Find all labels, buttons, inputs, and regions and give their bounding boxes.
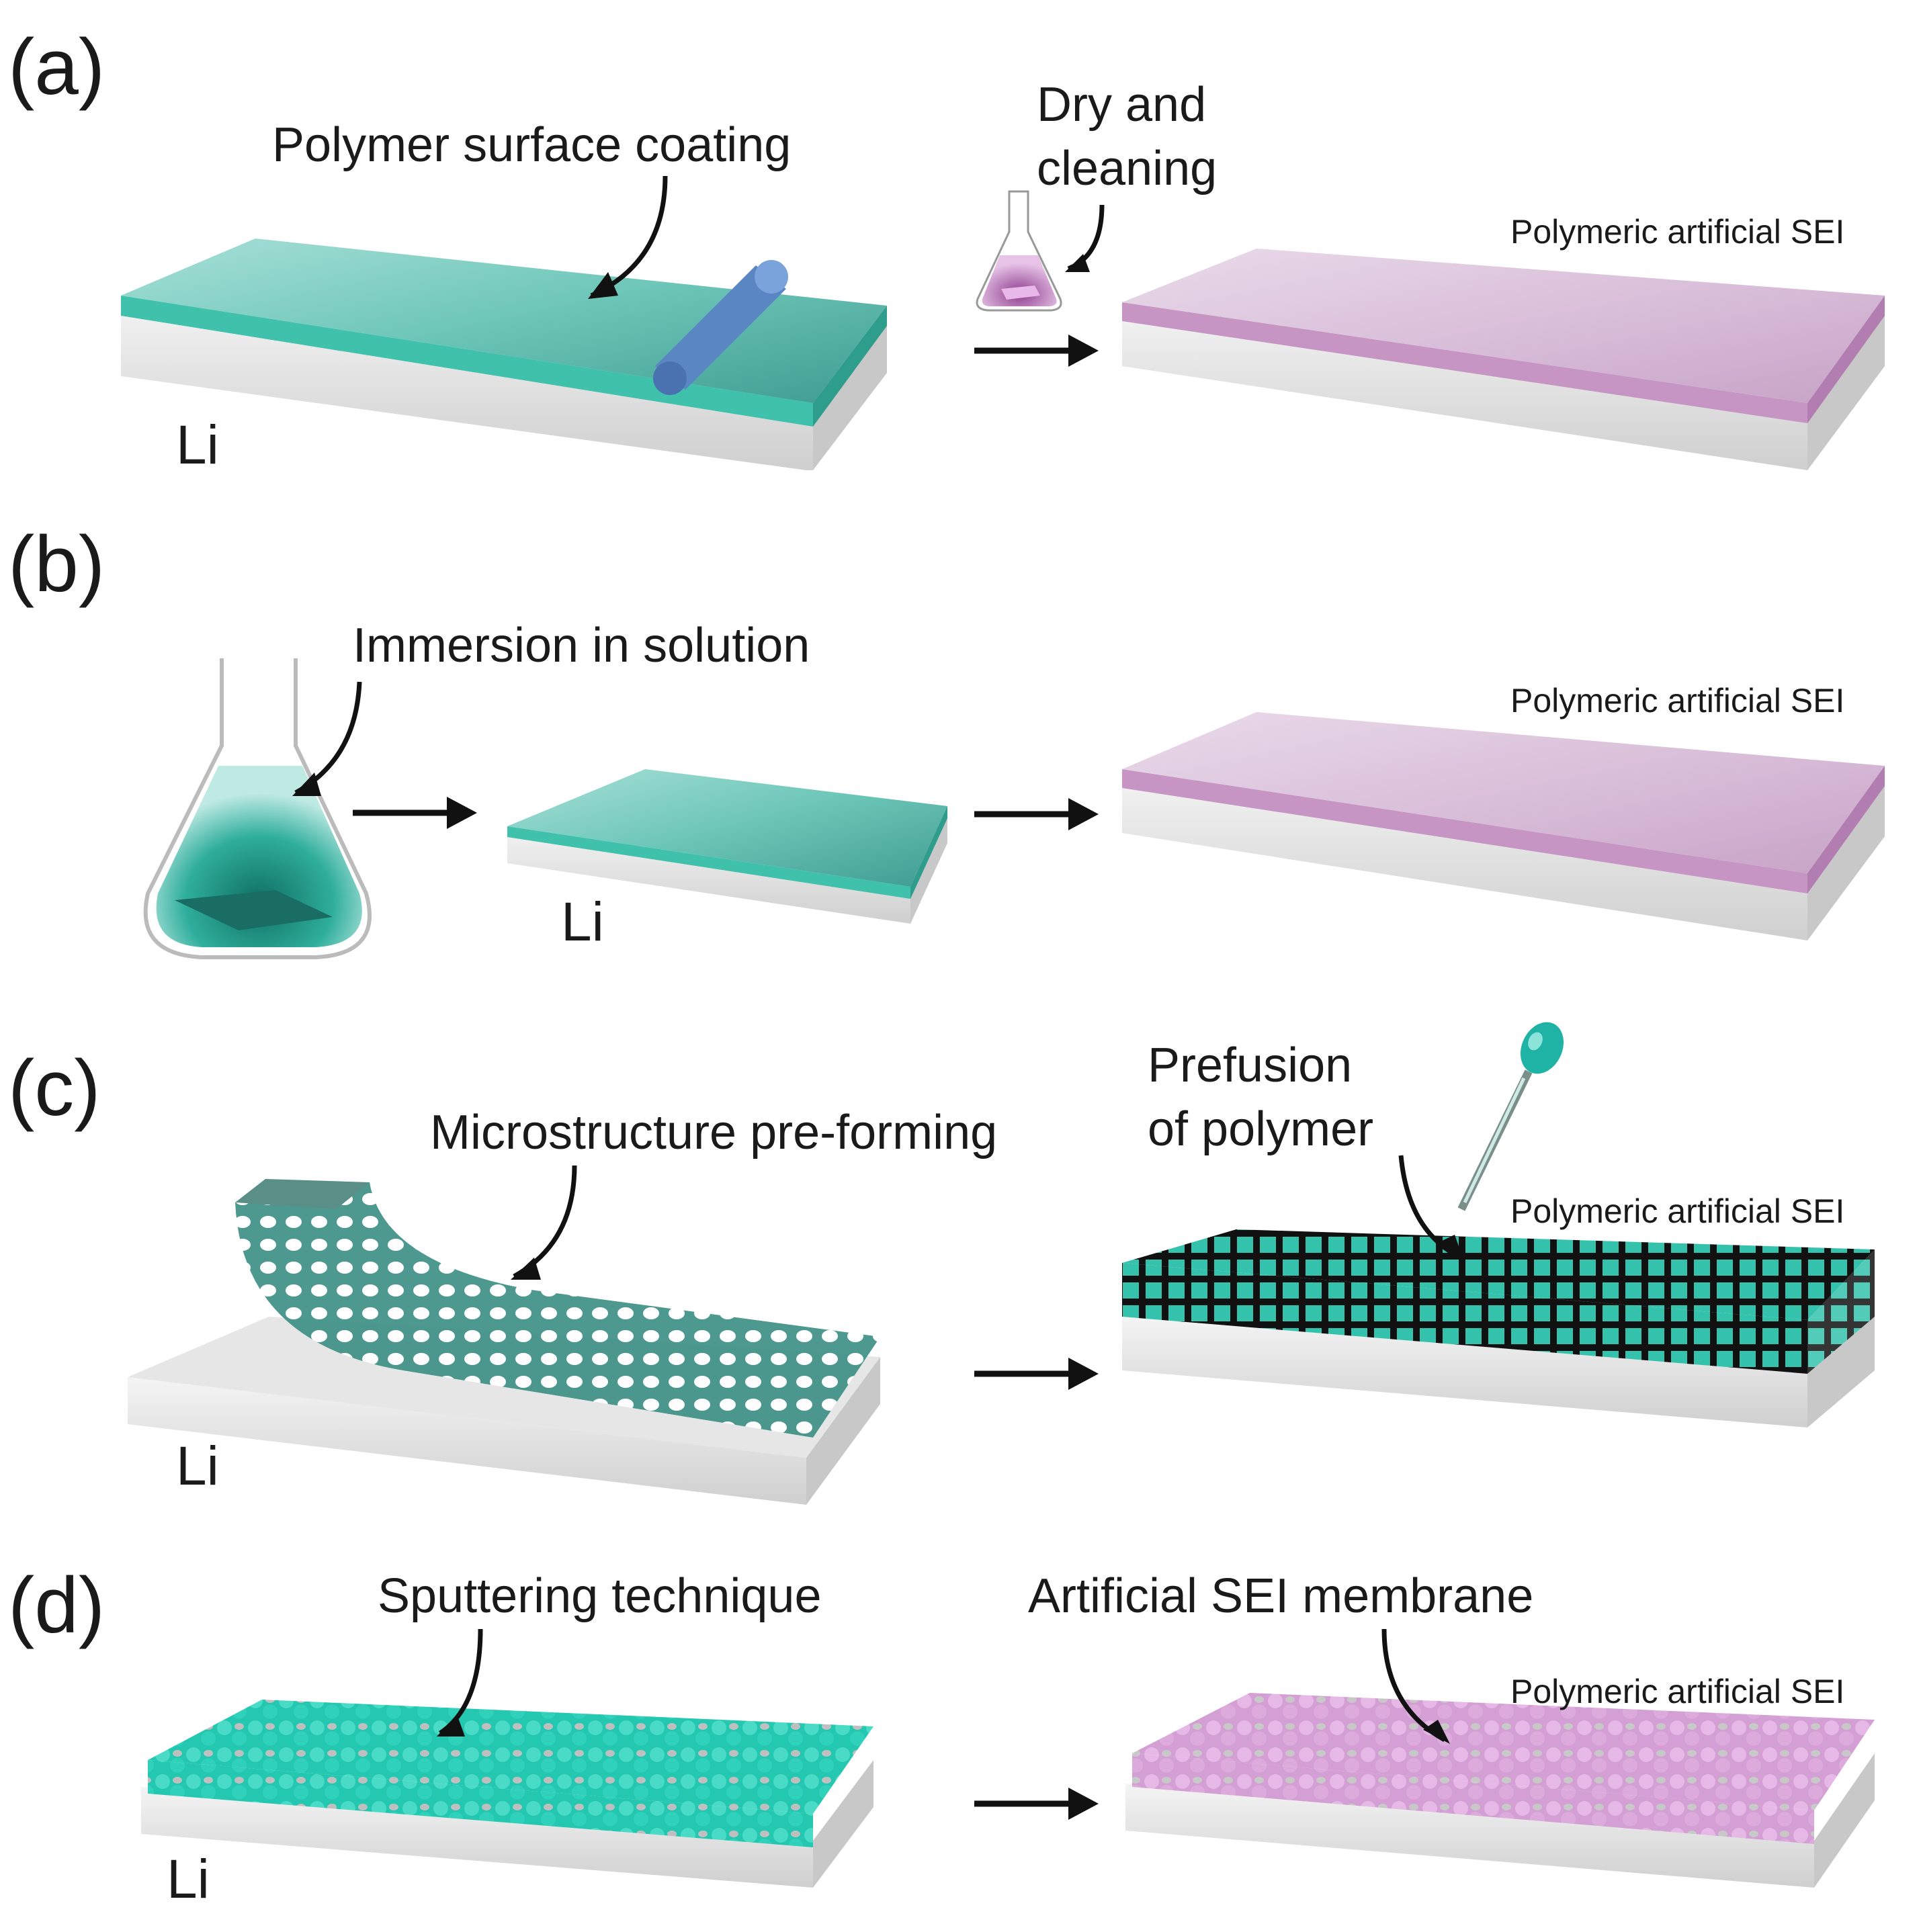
pointer-arrowhead-c2 xyxy=(1438,1235,1463,1260)
process-arrow-b2 xyxy=(974,798,1099,830)
sputtered-slab-d xyxy=(141,1700,873,1888)
result-label-d: Polymeric artificial SEI xyxy=(1510,1673,1844,1710)
pipette xyxy=(1457,1022,1564,1211)
pointer-arrowhead-c1 xyxy=(511,1258,541,1280)
sei-slab-a xyxy=(1122,249,1885,470)
panel-a: (a) Polymer surface coating Li Dry and c… xyxy=(8,23,1885,476)
pointer-arrow-c2 xyxy=(1398,1155,1459,1259)
panel-d: (d) Sputtering technique Li Artificial S… xyxy=(8,1561,1875,1910)
pointer-arrowhead-b1 xyxy=(292,773,321,796)
flask-teal xyxy=(143,658,372,959)
microstructure-sheet xyxy=(235,1179,880,1438)
roller xyxy=(653,260,788,395)
substrate-label-b: Li xyxy=(561,891,604,953)
step2-caption-a: Dry and xyxy=(1037,78,1206,132)
panel-c: (c) Microstructure pre-forming Li xyxy=(8,1022,1875,1505)
substrate-label-c: Li xyxy=(176,1436,219,1497)
pointer-arrowhead-d2 xyxy=(1423,1720,1450,1744)
panel-label-a: (a) xyxy=(8,23,105,112)
result-label-b: Polymeric artificial SEI xyxy=(1510,682,1844,719)
substrate-label-a: Li xyxy=(176,414,219,476)
panel-label-d: (d) xyxy=(8,1561,105,1650)
process-arrow-d xyxy=(974,1788,1099,1820)
panel-b: (b) Immersion in solution Li xyxy=(8,520,1885,959)
panel-label-b: (b) xyxy=(8,520,105,609)
sei-slab-b xyxy=(1122,712,1885,940)
sei-slab-d xyxy=(1125,1693,1875,1888)
pointer-arrow-a2 xyxy=(1067,204,1105,271)
flask-pink xyxy=(976,190,1062,312)
step1-caption-d: Sputtering technique xyxy=(378,1569,821,1623)
sei-slab-c xyxy=(1122,1229,1875,1428)
step1-caption-b: Immersion in solution xyxy=(353,619,810,672)
lithium-slab-b xyxy=(507,769,947,924)
process-arrow-b1 xyxy=(353,797,477,829)
step1-caption-a: Polymer surface coating xyxy=(272,118,791,172)
step2-caption-c: Prefusion xyxy=(1148,1039,1352,1092)
result-label-c: Polymeric artificial SEI xyxy=(1510,1192,1844,1230)
pointer-arrowhead-d1 xyxy=(437,1714,465,1737)
pointer-arrowhead-a2 xyxy=(1065,254,1090,272)
step2-caption-a-line2: cleaning xyxy=(1037,142,1217,195)
step1-caption-c: Microstructure pre-forming xyxy=(430,1106,997,1159)
panel-label-c: (c) xyxy=(8,1044,101,1133)
pointer-arrow-c1 xyxy=(513,1165,577,1279)
result-label-a: Polymeric artificial SEI xyxy=(1510,213,1844,251)
pointer-arrowhead-a1 xyxy=(588,272,618,299)
process-arrow-a xyxy=(974,335,1099,367)
process-arrow-c xyxy=(974,1358,1099,1390)
substrate-label-d: Li xyxy=(167,1849,210,1910)
step2-caption-c-line2: of polymer xyxy=(1148,1102,1373,1156)
step2-caption-d: Artificial SEI membrane xyxy=(1028,1569,1533,1623)
